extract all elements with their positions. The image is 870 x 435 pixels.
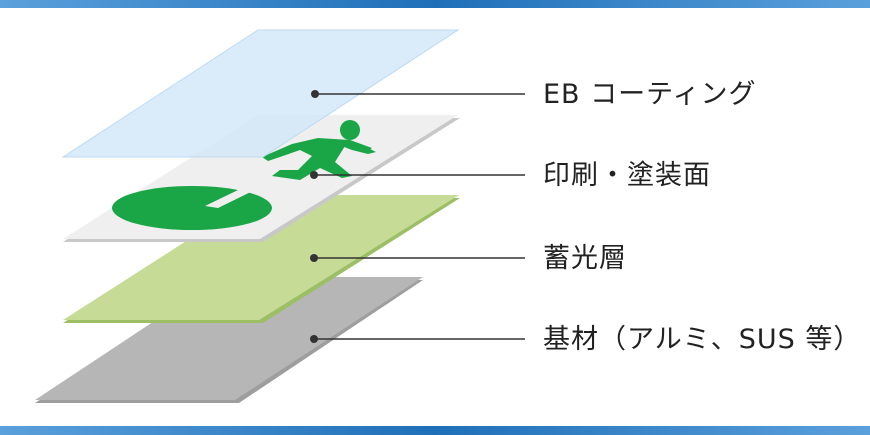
leader-lines [310, 90, 525, 343]
running-person-exit-pictogram [112, 120, 376, 230]
luminous-layer [63, 195, 460, 323]
layer-label-luminous: 蓄光層 [543, 243, 627, 274]
print-layer [63, 115, 460, 242]
base-layer [35, 277, 423, 403]
bottom-accent-bar [0, 426, 870, 435]
layer-label-print: 印刷・塗装面 [543, 160, 711, 191]
leader-dot-luminous [310, 254, 318, 262]
top-accent-bar [0, 0, 870, 8]
leader-dot-print [310, 171, 318, 179]
leader-dot-eb [311, 90, 319, 98]
layer-label-eb: EB コーティング [543, 79, 757, 110]
leader-dot-base [310, 335, 318, 343]
eb-coating-layer [61, 29, 460, 158]
layer-label-base: 基材（アルミ、SUS 等） [543, 324, 862, 355]
